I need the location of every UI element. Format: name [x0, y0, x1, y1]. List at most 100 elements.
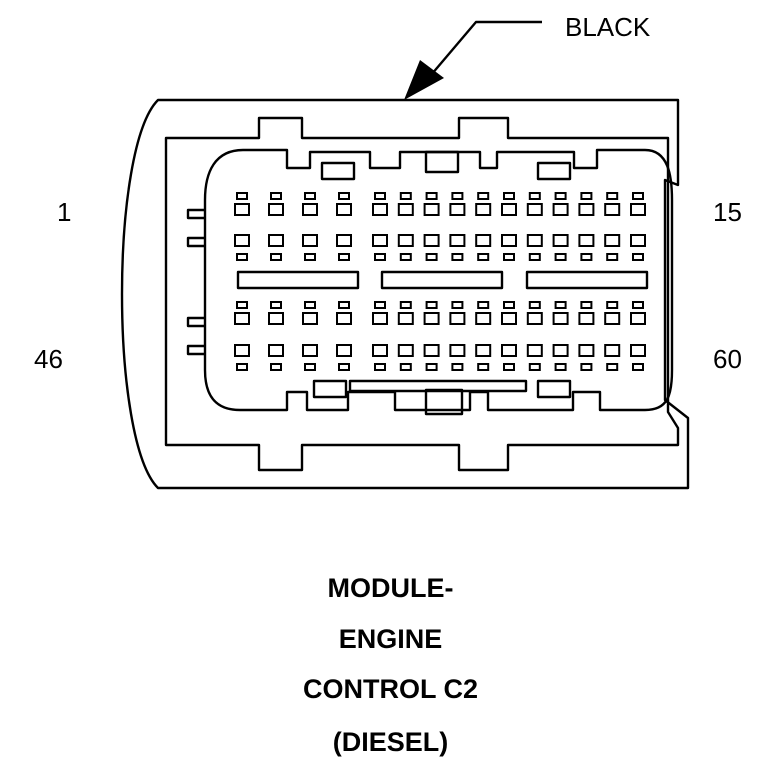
pin-cavity-r4-c3 [302, 344, 318, 357]
pin-latch-r2-c8 [451, 253, 464, 261]
pin-latch-r3-c6 [399, 301, 412, 309]
pin-latch-r4-c1 [236, 363, 248, 371]
pin-latch-r4-c14 [606, 363, 619, 371]
pin-cavity-r1-c11 [526, 203, 543, 216]
color-callout-leader [419, 20, 542, 89]
pin-latch-r2-c10 [503, 253, 515, 261]
pin-cavity-r4-c11 [526, 344, 543, 357]
pin-cavity-r3-c6 [397, 312, 414, 325]
pin-cavity-r2-c2 [268, 234, 284, 247]
pin-cavity-r1-c10 [501, 203, 517, 216]
pin-cavity-r3-c1 [234, 312, 250, 325]
pin-latch-r3-c12 [554, 301, 567, 309]
pin-latch-r1-c4 [338, 192, 350, 200]
pin-latch-r1-c6 [399, 192, 412, 200]
pin-cavity-r1-c1 [234, 203, 250, 216]
pin-label-60: 60 [713, 344, 742, 374]
key-slot-bottom-left [312, 379, 348, 399]
pin-latch-r1-c8 [451, 192, 464, 200]
pin-cavity-r2-c9 [475, 234, 492, 247]
color-callout-arrowhead [404, 60, 444, 100]
pin-latch-r2-c4 [338, 253, 350, 261]
pin-cavity-r2-c10 [501, 234, 517, 247]
pin-latch-r4-c15 [632, 363, 644, 371]
pin-latch-r2-c14 [606, 253, 619, 261]
pin-cavity-r4-c9 [475, 344, 492, 357]
pin-cavity-r3-c2 [268, 312, 284, 325]
pin-cavity-r4-c15 [630, 344, 646, 357]
pin-cavity-r2-c4 [336, 234, 352, 247]
pin-cavity-r4-c6 [397, 344, 414, 357]
pin-latch-r3-c11 [528, 301, 541, 309]
pin-latch-r1-c15 [632, 192, 644, 200]
latch-finger-4 [186, 344, 205, 356]
pin-cavity-r2-c5 [372, 234, 388, 247]
latch-finger-2 [186, 236, 205, 248]
pin-latch-r2-c2 [270, 253, 282, 261]
pin-cavity-r2-c15 [630, 234, 646, 247]
pin-label-1: 1 [57, 197, 72, 227]
pin-cavity-r1-c4 [336, 203, 352, 216]
pin-latch-r1-c14 [606, 192, 619, 200]
pin-latch-r1-c1 [236, 192, 248, 200]
pin-cavity-face [203, 148, 674, 412]
pin-cavity-r3-c8 [449, 312, 466, 325]
pin-latch-r1-c12 [554, 192, 567, 200]
pin-label-46: 46 [34, 344, 63, 374]
title-line-1: MODULE- [327, 573, 454, 603]
pin-cavity-r3-c13 [578, 312, 595, 325]
pin-cavity-r4-c12 [552, 344, 569, 357]
key-slot-bottom-right [536, 379, 572, 399]
pin-cavity-r4-c2 [268, 344, 284, 357]
pin-cavity-r4-c8 [449, 344, 466, 357]
pin-cavity-r3-c5 [372, 312, 388, 325]
pin-latch-r3-c14 [606, 301, 619, 309]
pin-latch-r2-c13 [580, 253, 593, 261]
pin-latch-r3-c7 [425, 301, 438, 309]
pin-cavity-r2-c1 [234, 234, 250, 247]
pin-latch-r1-c3 [304, 192, 316, 200]
pin-cavity-r1-c5 [372, 203, 388, 216]
pin-cavity-r2-c8 [449, 234, 466, 247]
pin-cavity-r3-c15 [630, 312, 646, 325]
pin-cavity-r2-c14 [604, 234, 621, 247]
pin-latch-r4-c9 [477, 363, 490, 371]
pin-latch-r1-c13 [580, 192, 593, 200]
pin-cavity-r3-c12 [552, 312, 569, 325]
pin-cavity-r2-c13 [578, 234, 595, 247]
pin-latch-r4-c11 [528, 363, 541, 371]
pin-cavity-r4-c13 [578, 344, 595, 357]
latch-finger-3 [186, 316, 205, 328]
pin-latch-r1-c10 [503, 192, 515, 200]
pin-cavity-r2-c12 [552, 234, 569, 247]
pin-cavity-r1-c12 [552, 203, 569, 216]
pin-label-15: 15 [713, 197, 742, 227]
pin-latch-r4-c2 [270, 363, 282, 371]
pin-latch-r4-c6 [399, 363, 412, 371]
pin-cavity-r4-c10 [501, 344, 517, 357]
pin-latch-r1-c9 [477, 192, 490, 200]
pin-latch-r3-c3 [304, 301, 316, 309]
key-slot-top-center [424, 150, 460, 174]
color-label: BLACK [565, 12, 651, 42]
pin-latch-r1-c7 [425, 192, 438, 200]
pin-cavity-r4-c1 [234, 344, 250, 357]
title-line-2: ENGINE [338, 624, 443, 654]
latch-finger-1 [186, 208, 205, 220]
pin-latch-r3-c15 [632, 301, 644, 309]
bottom-guide-bar [348, 379, 528, 393]
pin-cavity-r1-c3 [302, 203, 318, 216]
title-line-3: CONTROL C2 [302, 674, 478, 704]
pin-cavity-r1-c6 [397, 203, 414, 216]
pin-latch-r3-c4 [338, 301, 350, 309]
pin-latch-r2-c12 [554, 253, 567, 261]
pin-latch-r2-c11 [528, 253, 541, 261]
pin-latch-r4-c8 [451, 363, 464, 371]
pin-latch-r1-c2 [270, 192, 282, 200]
pin-cavity-r3-c9 [475, 312, 492, 325]
pin-cavity-r2-c6 [397, 234, 414, 247]
pin-latch-r1-c5 [374, 192, 386, 200]
pin-latch-r4-c12 [554, 363, 567, 371]
pin-cavity-r4-c4 [336, 344, 352, 357]
pin-cavity-r1-c14 [604, 203, 621, 216]
